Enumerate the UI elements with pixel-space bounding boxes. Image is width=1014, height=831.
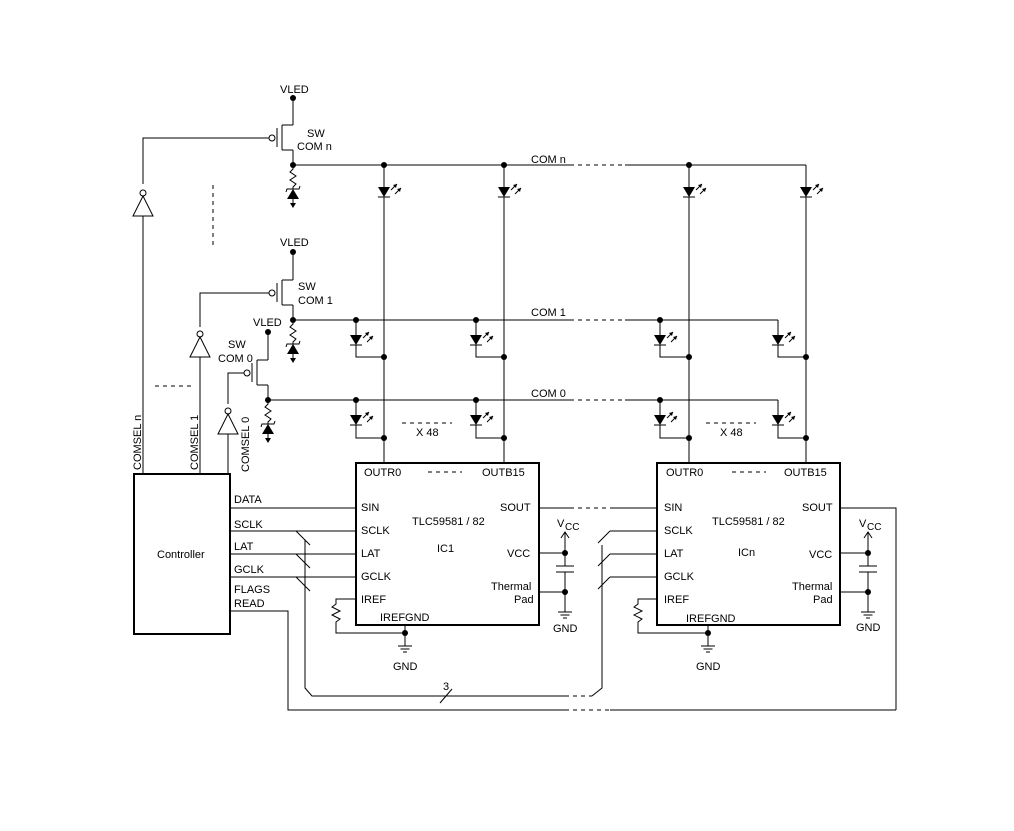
ic1-sout: SOUT xyxy=(500,502,531,514)
icn-vcc-network: V CC GND xyxy=(840,518,881,634)
ic1-name: IC1 xyxy=(437,543,454,555)
com-1-row: COM 1 xyxy=(293,307,806,358)
controller-label: Controller xyxy=(157,549,205,561)
led-icon xyxy=(653,410,678,430)
svg-text:CC: CC xyxy=(565,522,579,533)
led-icon xyxy=(497,182,522,202)
ic1-irefgnd: IREFGND xyxy=(380,612,430,624)
com-n-label: COM n xyxy=(531,154,566,166)
ic1-vcc: VCC xyxy=(507,548,530,560)
icn-iref: IREF xyxy=(664,594,689,606)
icn-gclk: GCLK xyxy=(664,571,695,583)
led-icon xyxy=(349,410,374,430)
svg-text:V: V xyxy=(557,518,565,530)
vled-label-n: VLED xyxy=(280,84,309,96)
com-n-row: COM n xyxy=(293,154,824,202)
icn-gnd-bottom: GND xyxy=(696,661,721,673)
ic1-outr0: OUTR0 xyxy=(364,467,401,479)
read-label: READ xyxy=(234,598,265,610)
ic1-lat: LAT xyxy=(361,548,381,560)
ic1-thermal: Thermal xyxy=(491,581,531,593)
ic1-part: TLC59581 / 82 xyxy=(412,516,485,528)
icn-part: TLC59581 / 82 xyxy=(712,516,785,528)
ic1-sclk: SCLK xyxy=(361,525,390,537)
sclk-label: SCLK xyxy=(234,519,263,531)
led-icon xyxy=(771,330,796,350)
icn-sin: SIN xyxy=(664,502,682,514)
led-icon xyxy=(682,182,707,202)
flags-label: FLAGS xyxy=(234,584,270,596)
ic1-iref-network: GND xyxy=(330,598,418,673)
led-icon xyxy=(349,330,374,350)
icn-name: ICn xyxy=(738,547,755,559)
led-icon xyxy=(377,182,402,202)
vled-label-1: VLED xyxy=(280,237,309,249)
icn-sout: SOUT xyxy=(802,502,833,514)
vled-label-0: VLED xyxy=(253,317,282,329)
column-lines xyxy=(381,201,809,463)
icn-block: OUTR0 OUTB15 SIN SCLK LAT GCLK IREF IREF… xyxy=(656,462,841,626)
data-label: DATA xyxy=(234,494,262,506)
sw-label-n: SW xyxy=(307,128,325,140)
icn-input-wires xyxy=(597,530,657,590)
controller-block: Controller DATA SCLK LAT GCLK FLAGS READ xyxy=(133,473,270,635)
ic1-gnd-right: GND xyxy=(553,623,578,635)
ic1-pad: Pad xyxy=(514,594,534,606)
x48-label-2: X 48 xyxy=(720,427,743,439)
ic1-iref: IREF xyxy=(361,594,386,606)
controller-wires: 3 xyxy=(230,507,897,711)
led-icon xyxy=(469,410,494,430)
switch-com-1: VLED SW COM 1 xyxy=(199,237,333,364)
led-icon xyxy=(653,330,678,350)
icn-pad: Pad xyxy=(813,594,833,606)
com-0-label: COM 0 xyxy=(531,388,566,400)
com-1-sw-label: COM 1 xyxy=(298,295,333,307)
ic1-sin: SIN xyxy=(361,502,379,514)
icn-irefgnd: IREFGND xyxy=(686,613,736,625)
ic1-outb15: OUTB15 xyxy=(482,467,525,479)
icn-lat: LAT xyxy=(664,548,684,560)
lat-label: LAT xyxy=(234,541,254,553)
icn-vcc: VCC xyxy=(809,549,832,561)
icn-thermal: Thermal xyxy=(792,581,832,593)
ic1-gclk: GCLK xyxy=(361,571,392,583)
com-n-sw-label: COM n xyxy=(297,141,332,153)
com-0-sw-label: COM 0 xyxy=(218,353,253,365)
comsel-1-label: COMSEL 1 xyxy=(189,415,201,470)
led-icon xyxy=(771,410,796,430)
icn-sclk: SCLK xyxy=(664,525,693,537)
led-icon xyxy=(799,182,824,202)
inverter-com-0 xyxy=(217,407,239,435)
icn-iref-network: GND xyxy=(632,598,721,673)
sw-label-1: SW xyxy=(298,281,316,293)
bus-width-label: 3 xyxy=(443,681,449,693)
switch-com-n: VLED SW COM n xyxy=(142,84,332,209)
com-0-row: COM 0 X 48 X 48 xyxy=(268,388,806,439)
icn-outr0: OUTR0 xyxy=(666,467,703,479)
ic1-block: OUTR0 OUTB15 SIN SCLK LAT GCLK IREF IREF… xyxy=(355,462,540,626)
ic1-vcc-network: V CC GND xyxy=(539,518,579,635)
sw-label-0: SW xyxy=(228,339,246,351)
icn-gnd-right: GND xyxy=(856,622,881,634)
svg-text:CC: CC xyxy=(867,522,881,533)
x48-label-1: X 48 xyxy=(416,427,439,439)
switch-com-0: VLED SW COM 0 xyxy=(218,317,282,444)
svg-text:V: V xyxy=(859,518,867,530)
icn-outb15: OUTB15 xyxy=(784,467,827,479)
gclk-label: GCLK xyxy=(234,564,265,576)
comsel-0-label: COMSEL 0 xyxy=(240,417,252,472)
comsel-n-label: COMSEL n xyxy=(132,415,144,470)
ic1-gnd-bottom: GND xyxy=(393,661,418,673)
inverter-com-n xyxy=(132,189,154,217)
led-icon xyxy=(469,330,494,350)
inverter-com-1 xyxy=(189,330,211,358)
com-1-label: COM 1 xyxy=(531,307,566,319)
